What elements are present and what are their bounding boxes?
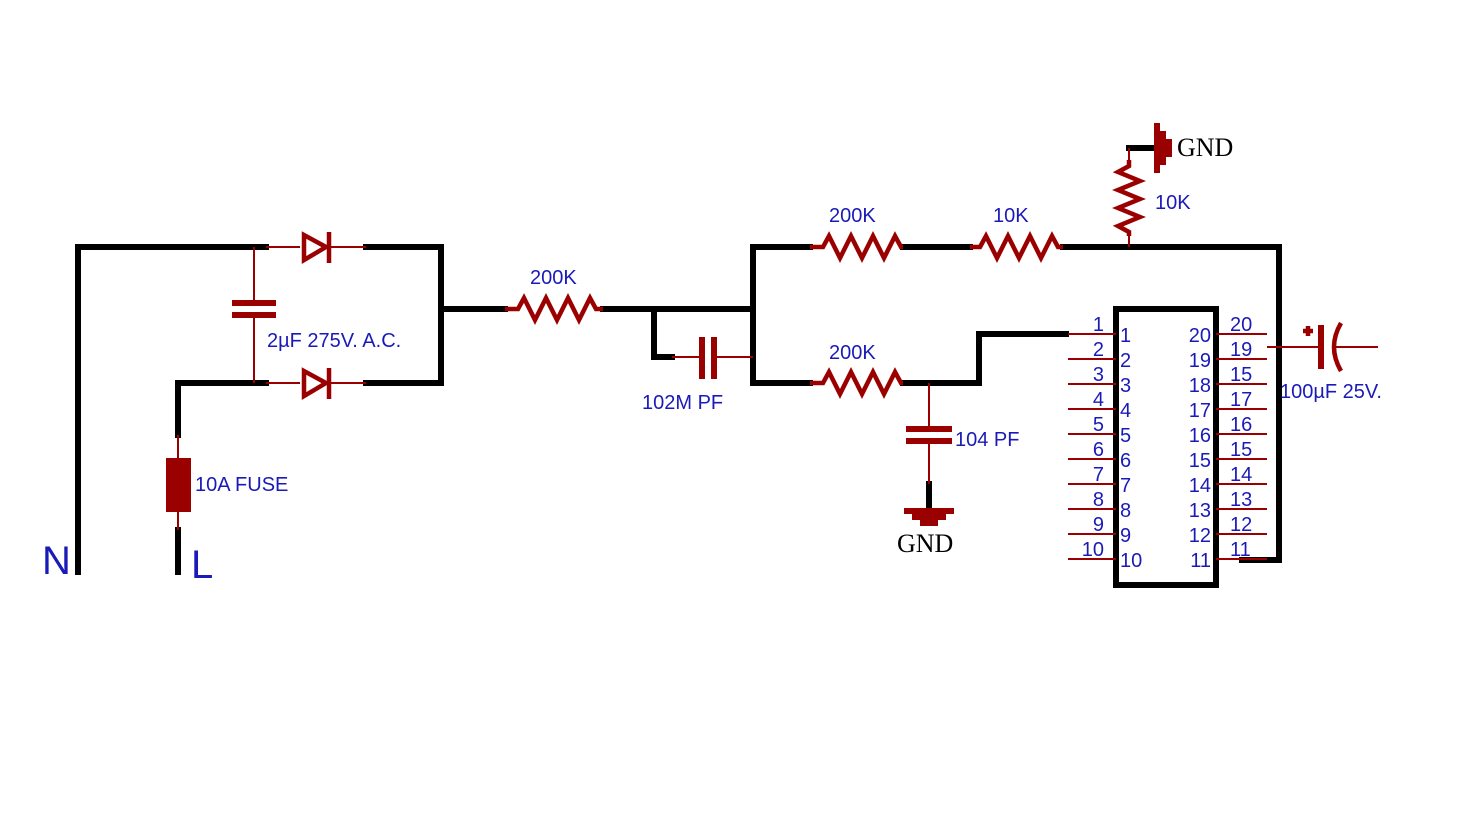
ic-left-pin-number: 8 (1120, 500, 1131, 522)
ic-right-pin-outer-label: 15 (1230, 439, 1252, 461)
filter-capacitor (906, 383, 952, 484)
coupling-capacitor (672, 337, 753, 379)
line-terminal-label: L (191, 543, 213, 587)
ic-right-pin-number: 18 (1189, 375, 1211, 397)
pullup-resistor-label: 10K (1155, 192, 1191, 214)
ic-left-pin-outer-label: 7 (1093, 464, 1104, 486)
ground-bottom-symbol (904, 508, 954, 526)
ic-right-pin-outer-label: 11 (1230, 539, 1251, 561)
pullup-resistor (1112, 148, 1146, 247)
top-resistor-a-label: 200K (829, 205, 876, 227)
input-resistor-label: 200K (530, 267, 577, 289)
ic-left-pin-number: 3 (1120, 375, 1131, 397)
ic-left-pin-outer-label: 4 (1093, 389, 1104, 411)
fuse-label: 10A FUSE (195, 474, 288, 496)
ground-top-label: GND (1177, 133, 1233, 162)
ic-right-pin-number: 11 (1190, 550, 1211, 572)
ic-right-pin-number: 19 (1189, 350, 1211, 372)
ic-left-pin-outer-label: 3 (1093, 364, 1104, 386)
output-capacitor-label: 100µF 25V. (1280, 381, 1382, 403)
ic-body (1113, 306, 1219, 588)
diode-bottom (266, 367, 366, 400)
neutral-wire (75, 244, 269, 575)
ic-right-pin-outer-label: 16 (1230, 414, 1252, 436)
ic-left-pin-outer-label: 2 (1093, 339, 1104, 361)
bottom-resistor (810, 366, 903, 400)
ic-right-pin-outer-label: 15 (1230, 364, 1252, 386)
ic-right-pin-number: 16 (1189, 425, 1211, 447)
output-capacitor (1267, 321, 1378, 373)
bottom-resistor-label: 200K (829, 342, 876, 364)
ic-right-pin-number: 15 (1189, 450, 1211, 472)
coupling-capacitor-label: 102M PF (642, 392, 723, 414)
ic-right-pin-outer-label: 13 (1230, 489, 1252, 511)
ic-right-pin-number: 13 (1189, 500, 1211, 522)
ic-left-pin-number: 7 (1120, 475, 1131, 497)
ic-right-pin-outer-label: 14 (1230, 464, 1252, 486)
neutral-terminal-label: N (42, 539, 71, 583)
ic-right-pin-outer-label: 17 (1230, 389, 1252, 411)
ic-right-pin-number: 12 (1189, 525, 1211, 547)
ic-right-pin-outer-label: 12 (1230, 514, 1252, 536)
ic-right-pin-outer-label: 19 (1230, 339, 1252, 361)
top-resistor-a (810, 230, 903, 264)
ic-left-pin-outer-label: 1 (1093, 314, 1104, 336)
ic-left-pin-number: 5 (1120, 425, 1131, 447)
ground-top-symbol (1154, 123, 1172, 173)
top-resistor-b (970, 230, 1063, 264)
ic-right-pin-number: 14 (1189, 475, 1211, 497)
ic-left-pin-outer-label: 5 (1093, 414, 1104, 436)
ic-left-pin-outer-label: 8 (1093, 489, 1104, 511)
bridge-capacitor (232, 247, 276, 383)
ic-left-pin-number: 6 (1120, 450, 1131, 472)
ic-right-pin-number: 17 (1189, 400, 1211, 422)
ic-left-pin-number: 9 (1120, 525, 1131, 547)
ic-left-pin-number: 1 (1120, 325, 1131, 347)
ic-right-pin-number: 20 (1189, 325, 1211, 347)
ground-bottom-label: GND (897, 529, 953, 558)
ic-left-pin-outer-label: 6 (1093, 439, 1104, 461)
filter-capacitor-label: 104 PF (955, 429, 1019, 451)
ic-left-pin-number: 10 (1120, 550, 1142, 572)
ic-left-pin-number: 2 (1120, 350, 1131, 372)
diode-top (266, 231, 366, 264)
fuse (166, 435, 191, 530)
line-wire (175, 380, 269, 438)
ic-right-pin-outer-label: 20 (1230, 314, 1252, 336)
input-resistor (505, 292, 603, 326)
top-resistor-b-label: 10K (993, 205, 1029, 227)
coupling-cap-left-wire (651, 306, 675, 360)
ic-left-pin-outer-label: 9 (1093, 514, 1104, 536)
wiring (75, 145, 1282, 575)
filter-node-wire (900, 331, 1069, 386)
ic-left-pin-outer-label: 10 (1082, 539, 1104, 561)
bridge-capacitor-label: 2µF 275V. A.C. (267, 330, 401, 352)
ic-left-pin-number: 4 (1120, 400, 1131, 422)
